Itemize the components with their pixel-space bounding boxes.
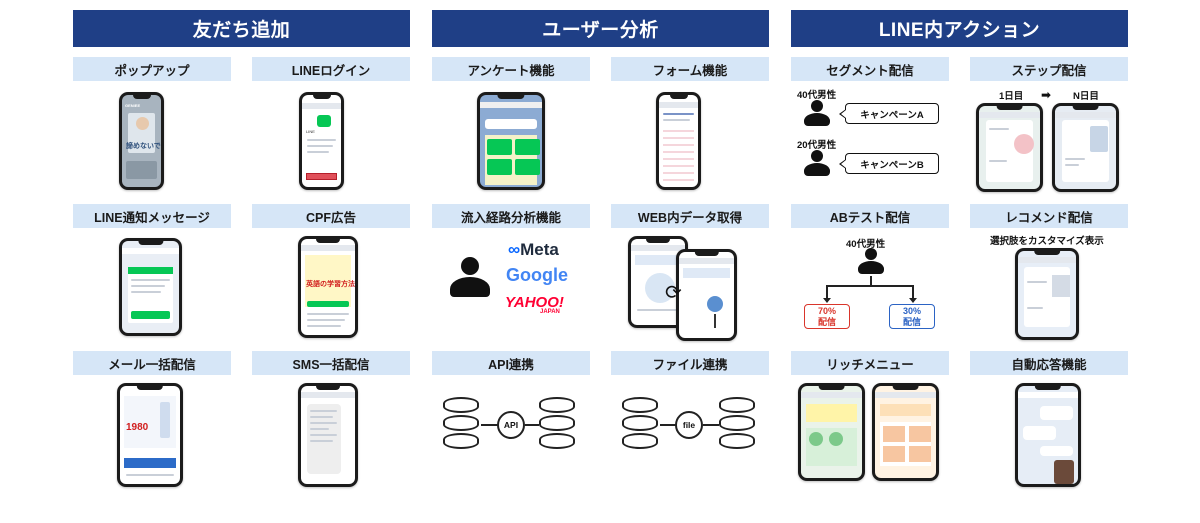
phone-rich-menu-2 <box>872 383 939 481</box>
sync-icon: ⟳ <box>665 282 682 304</box>
phone-line-notify <box>119 238 182 336</box>
tile-title-segment: セグメント配信 <box>791 57 949 81</box>
tile-title-line-login: LINEログイン <box>252 57 410 81</box>
tile-title-cpf: CPF広告 <box>252 204 410 228</box>
section-header-analysis: ユーザー分析 <box>432 10 769 47</box>
database-icon <box>539 397 575 451</box>
tile-title-popup: ポップアップ <box>73 57 231 81</box>
tile-title-ab-test: ABテスト配信 <box>791 204 949 228</box>
segment-label-a: 40代男性 <box>797 90 837 101</box>
database-icon <box>443 397 479 451</box>
phone-step-first <box>976 103 1043 192</box>
meta-logo: ∞Meta <box>508 240 559 259</box>
google-logo: Google <box>506 265 568 285</box>
tile-title-survey: アンケート機能 <box>432 57 590 81</box>
yahoo-japan-text: JAPAN <box>540 309 560 315</box>
file-connector: file <box>675 411 703 439</box>
connector-line <box>525 424 539 426</box>
phone-form <box>656 92 701 190</box>
connector-line <box>703 424 719 426</box>
phone-cpf: 英語の学習方法 <box>298 236 358 338</box>
section-header-friend: 友だち追加 <box>73 10 410 47</box>
tile-title-form: フォーム機能 <box>611 57 769 81</box>
tile-title-recommend: レコメンド配信 <box>970 204 1128 228</box>
section-header-action: LINE内アクション <box>791 10 1128 47</box>
person-icon <box>804 100 830 126</box>
phone-survey <box>477 92 545 190</box>
tile-title-sms-bulk: SMS一括配信 <box>252 351 410 375</box>
segment-bubble-b: キャンペーンB <box>839 153 939 174</box>
ab-tree-left <box>826 285 828 299</box>
api-connector: API <box>497 411 525 439</box>
segment-bubble-a: キャンペーンA <box>839 103 939 124</box>
ab-tree-right <box>912 285 914 299</box>
connector-line <box>481 424 499 426</box>
person-icon <box>804 150 830 176</box>
phone-popup: GENIEE 諦めないで <box>119 92 164 190</box>
segment-label-b: 20代男性 <box>797 140 837 151</box>
connector-line <box>660 424 676 426</box>
phone-web-data-2 <box>676 249 737 341</box>
ab-tree-bar <box>826 285 914 287</box>
person-icon <box>450 257 490 297</box>
arrow-down-icon <box>823 298 831 303</box>
popup-brand: GENIEE <box>125 103 141 108</box>
ab-box-b: 30%配信 <box>889 304 935 329</box>
phone-rich-menu-1 <box>798 383 865 481</box>
database-icon <box>719 397 755 451</box>
ab-label: 40代男性 <box>846 239 886 250</box>
phone-line-login: LINE <box>299 92 344 190</box>
recommend-caption: 選択肢をカスタマイズ表示 <box>990 236 1104 247</box>
tile-title-rich-menu: リッチメニュー <box>791 351 949 375</box>
arrow-down-icon <box>909 298 917 303</box>
yahoo-logo: YAHOO! <box>505 294 564 311</box>
phone-sms-bulk <box>298 383 358 487</box>
database-icon <box>622 397 658 451</box>
tile-title-auto-reply: 自動応答機能 <box>970 351 1128 375</box>
arrow-right-icon: ➡ <box>1041 88 1052 102</box>
step-day-first: 1日目 <box>999 91 1024 102</box>
phone-mail-bulk: 1980 <box>117 383 183 487</box>
tile-title-file: ファイル連携 <box>611 351 769 375</box>
ab-tree-stem <box>870 276 872 286</box>
phone-recommend <box>1015 248 1079 340</box>
mail-price: 1980 <box>126 422 149 433</box>
tile-title-web-data: WEB内データ取得 <box>611 204 769 228</box>
tile-title-inflow: 流入経路分析機能 <box>432 204 590 228</box>
phone-auto-reply <box>1015 383 1081 487</box>
line-logo-text: LINE <box>306 129 315 134</box>
popup-headline: 諦めないで <box>126 143 161 150</box>
ab-box-a: 70%配信 <box>804 304 850 329</box>
phone-step-n <box>1052 103 1119 192</box>
tile-title-api: API連携 <box>432 351 590 375</box>
person-icon <box>858 248 884 274</box>
cpf-heading: 英語の学習方法 <box>306 281 355 288</box>
tile-title-step: ステップ配信 <box>970 57 1128 81</box>
tile-title-mail-bulk: メール一括配信 <box>73 351 231 375</box>
step-day-n: N日目 <box>1073 91 1099 102</box>
tile-title-line-notify: LINE通知メッセージ <box>73 204 231 228</box>
